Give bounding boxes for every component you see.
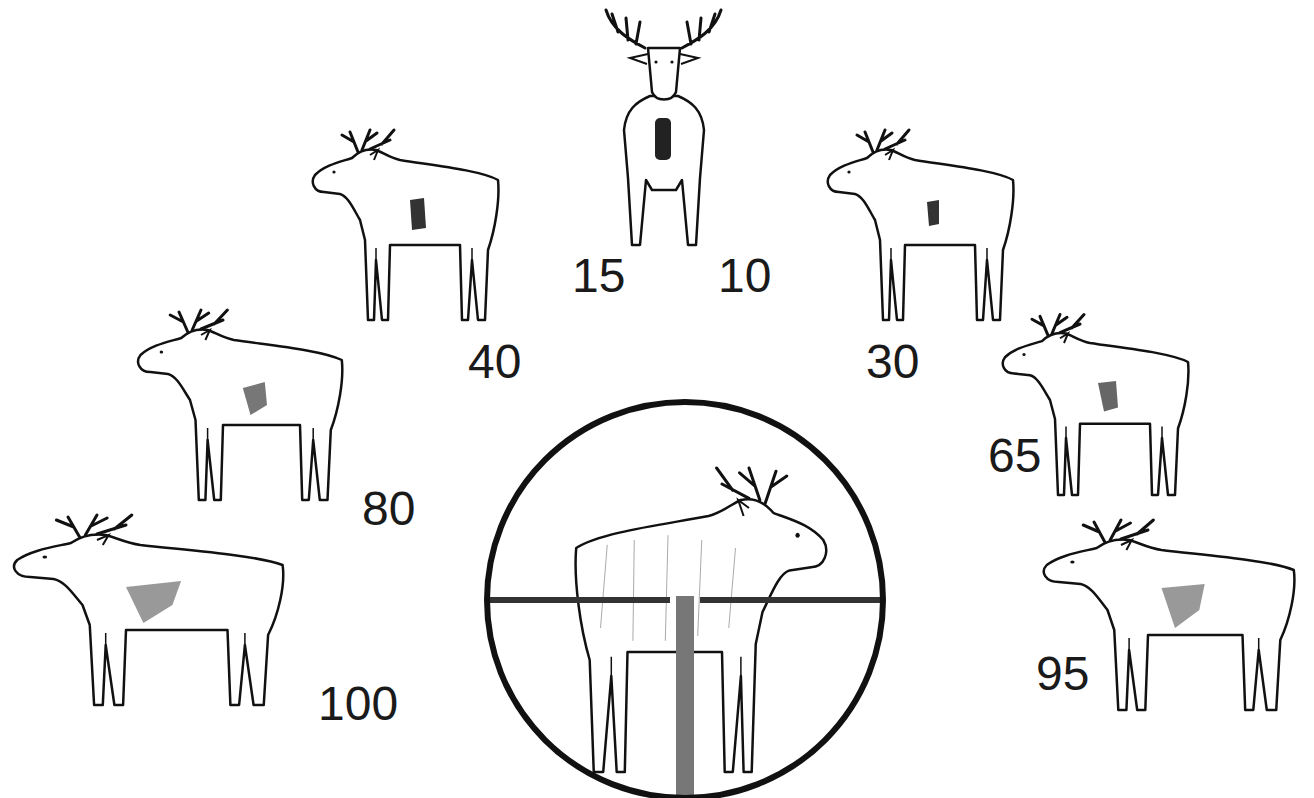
heart-zone: [927, 200, 939, 226]
heart-zone: [410, 198, 426, 230]
side-moose: [828, 130, 1014, 320]
heart-zone: [243, 382, 267, 415]
distance-number: 40: [468, 338, 521, 386]
front-moose: [606, 10, 721, 245]
scope-moose: [576, 468, 827, 772]
distance-number: 15: [572, 252, 625, 300]
side-moose: [313, 130, 499, 320]
distance-number: 65: [988, 432, 1041, 480]
distance-number: 95: [1036, 650, 1089, 698]
distance-number: 100: [318, 680, 398, 728]
side-moose: [14, 515, 283, 705]
heart-zone: [126, 581, 181, 623]
distance-number: 30: [866, 338, 919, 386]
distance-number: 10: [718, 252, 771, 300]
heart-zone: [1098, 381, 1118, 411]
heart-zone: [1162, 584, 1205, 628]
heart-zone: [655, 118, 671, 160]
distance-number: 80: [362, 485, 415, 533]
side-moose: [138, 310, 342, 500]
rifle-scope: [485, 402, 885, 798]
